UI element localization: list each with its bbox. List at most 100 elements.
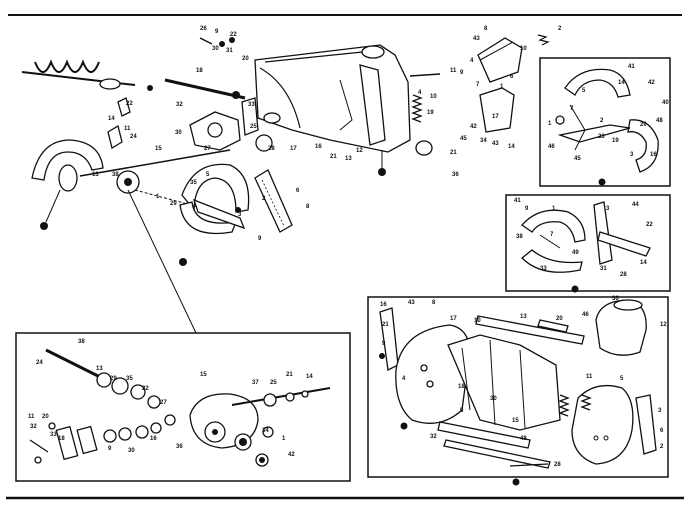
callout-number: 30: [175, 130, 182, 136]
callout-number: 12: [660, 322, 667, 328]
callout-number: 15: [200, 372, 207, 378]
callout-number: 33: [50, 432, 57, 438]
callout-number: 16: [315, 144, 322, 150]
callout-number: 30: [490, 396, 497, 402]
callout-number: 1: [156, 194, 160, 200]
callout-number: 42: [288, 452, 295, 458]
spring: [411, 94, 423, 123]
callout-number: 26: [200, 26, 207, 32]
callout-number: 17: [492, 114, 499, 120]
callout-number: 24: [130, 134, 137, 140]
callout-number: 29: [170, 201, 177, 207]
paddle: [254, 169, 293, 233]
callout-number: 16: [150, 436, 157, 442]
callout-number: 24: [36, 360, 43, 366]
callout-number: 19: [612, 138, 619, 144]
callout-number: 5: [206, 172, 210, 178]
leader-line: [127, 189, 197, 334]
impeller-half: [179, 163, 250, 266]
callout-number: 37: [252, 380, 259, 386]
callout-number: 13: [96, 366, 103, 372]
callout-number: 30: [212, 46, 219, 52]
callout-number: 4: [470, 58, 474, 64]
callout-number: 6: [510, 74, 514, 80]
callout-number: 20: [242, 56, 249, 62]
callout-number: 20: [42, 414, 49, 420]
drive-shaft: [164, 78, 246, 100]
callout-number: 5: [582, 88, 586, 94]
callout-number: 38: [78, 339, 85, 345]
inset-chute-assembly: [539, 57, 671, 187]
callout-number: 5: [460, 408, 464, 414]
callout-number: 2: [558, 26, 562, 32]
callout-number: 20: [640, 122, 647, 128]
callout-number: 8: [432, 300, 436, 306]
washer: [415, 140, 433, 156]
callout-number: 14: [618, 80, 625, 86]
callout-number: 14: [306, 374, 313, 380]
callout-number: 43: [492, 141, 499, 147]
callout-number: 32: [176, 102, 183, 108]
callout-number: 11: [28, 414, 35, 420]
callout-number: 25: [270, 380, 277, 386]
callout-number: 22: [230, 32, 237, 38]
gearbox: [79, 91, 281, 211]
callout-number: 2: [262, 196, 266, 202]
callout-number: 10: [474, 318, 481, 324]
callout-number: 11: [586, 374, 593, 380]
callout-number: 9: [258, 236, 262, 242]
callout-number: 32: [430, 434, 437, 440]
callout-number: 7: [550, 232, 554, 238]
callout-number: 33: [248, 102, 255, 108]
callout-number: 28: [268, 146, 275, 152]
callout-number: 46: [582, 312, 589, 318]
callout-number: 36: [176, 444, 183, 450]
callout-number: 23: [598, 134, 605, 140]
callout-number: 17: [290, 146, 297, 152]
callout-number: 7: [476, 82, 480, 88]
inset-gear-assembly: [15, 332, 351, 482]
callout-number: 14: [508, 144, 515, 150]
callout-number: 11: [450, 68, 457, 74]
callout-number: 21: [382, 322, 389, 328]
callout-number: 22: [646, 222, 653, 228]
callout-number: 41: [514, 198, 521, 204]
callout-number: 1: [500, 84, 504, 90]
callout-number: 21: [450, 150, 457, 156]
callout-number: 16: [650, 152, 657, 158]
callout-number: 3: [658, 408, 662, 414]
callout-number: 45: [460, 136, 467, 142]
callout-number: 17: [450, 316, 457, 322]
callout-number: 5: [620, 376, 624, 382]
callout-number: 44: [632, 202, 639, 208]
callout-number: 18: [458, 384, 465, 390]
callout-number: 1: [282, 436, 286, 442]
callout-number: 21: [330, 154, 337, 160]
callout-number: 49: [572, 250, 579, 256]
callout-number: 9: [108, 446, 112, 452]
callout-number: 2: [660, 444, 664, 450]
inset-housing-assembly: [367, 296, 669, 486]
callout-number: 10: [430, 94, 437, 100]
pulley-wheel: [31, 139, 104, 230]
small-brackets: [107, 37, 441, 150]
callout-number: 30: [128, 448, 135, 454]
callout-number: 13: [345, 156, 352, 162]
auger-housing: [254, 44, 411, 176]
callout-number: 11: [124, 126, 131, 132]
callout-number: 36: [612, 296, 619, 302]
callout-number: 12: [356, 148, 363, 154]
callout-number: 3: [606, 206, 610, 212]
callout-number: 35: [190, 180, 197, 186]
callout-number: 41: [628, 64, 635, 70]
callout-number: 15: [512, 418, 519, 424]
callout-number: 13: [92, 172, 99, 178]
callout-number: 3: [630, 152, 634, 158]
auger: [21, 59, 153, 91]
callout-number: 19: [427, 110, 434, 116]
